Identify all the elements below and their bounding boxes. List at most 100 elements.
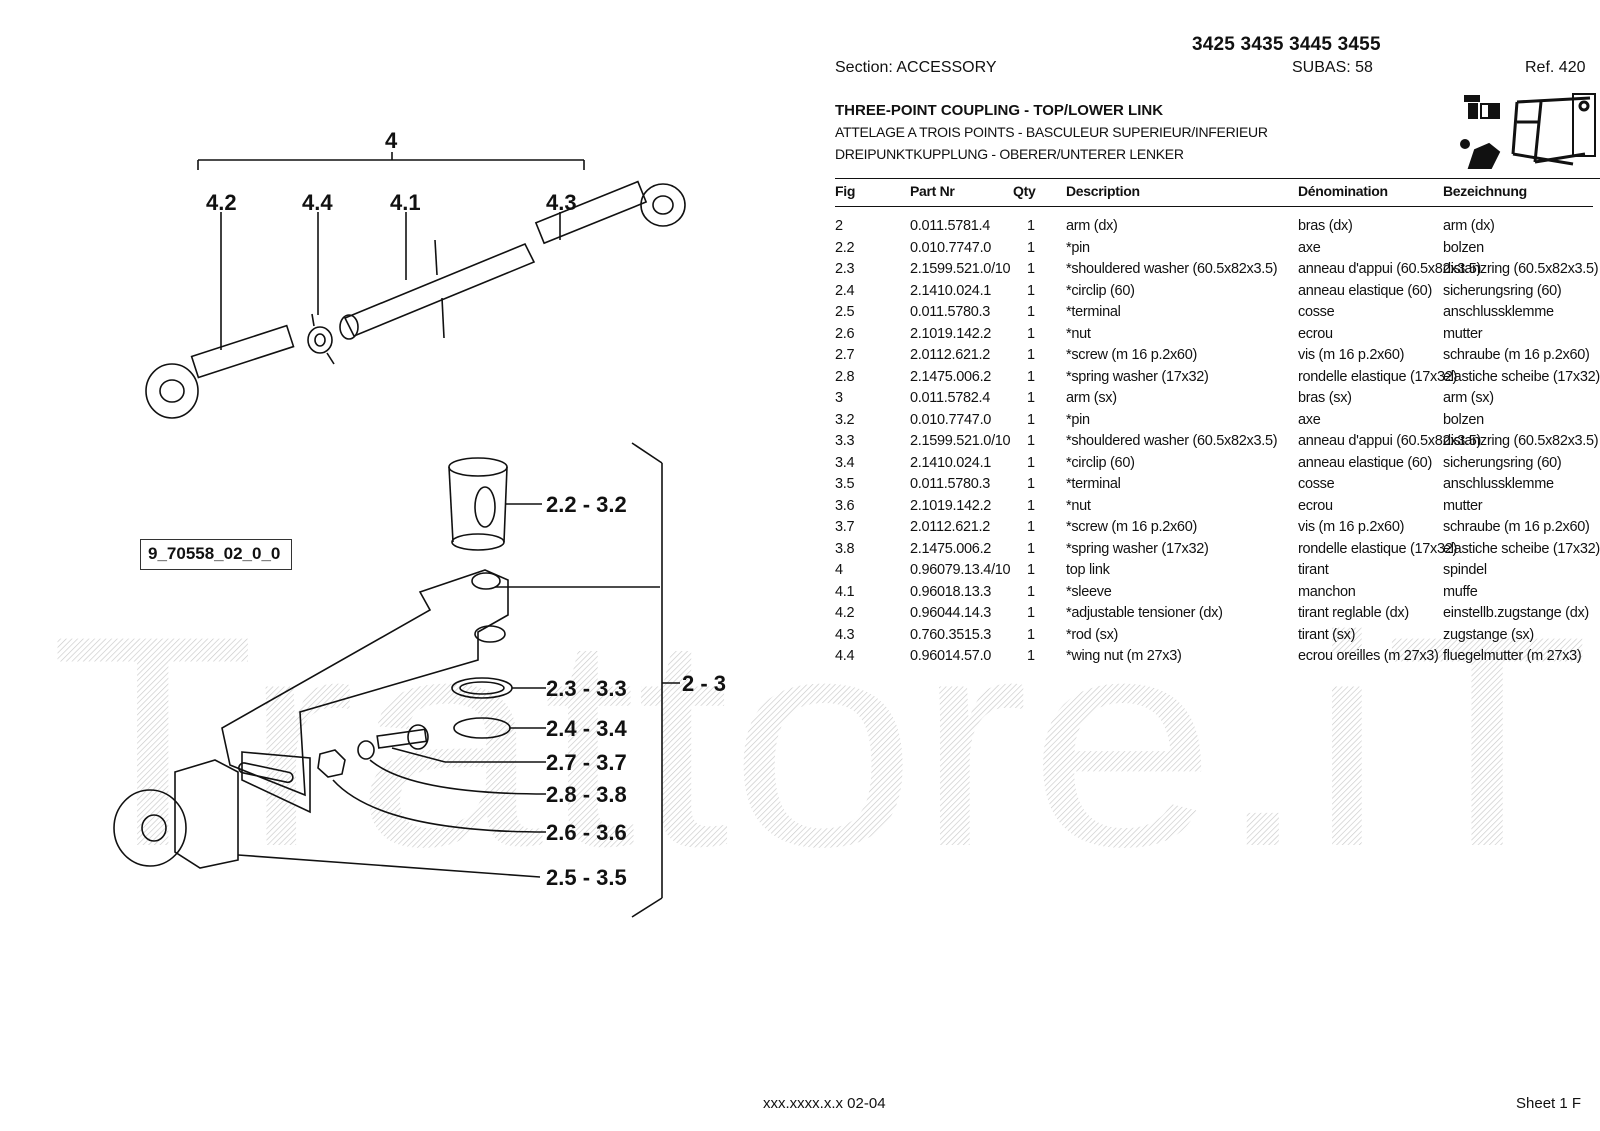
cell-fig: 2.3: [835, 261, 855, 277]
callout-4-2: 4.2: [206, 190, 237, 215]
title-french: ATTELAGE A TROIS POINTS - BASCULEUR SUPE…: [835, 124, 1268, 140]
subas-label: SUBAS: 58: [1292, 59, 1373, 76]
cell-part-nr: 2.1599.521.0/10: [910, 433, 1011, 449]
cell-bezeichnung: mutter: [1443, 325, 1483, 342]
cell-part-nr: 2.1410.024.1: [910, 454, 992, 471]
cell-fig: 2.6: [835, 325, 855, 342]
sheet-label: Sheet 1 F: [1516, 1095, 1582, 1112]
cell-fig: 3.6: [835, 497, 855, 514]
cell-description: top link: [1066, 562, 1110, 578]
cell-denomination: rondelle elastique (17x32): [1298, 540, 1458, 557]
cell-qty: 1: [1027, 390, 1035, 406]
cell-denomination: axe: [1298, 411, 1321, 428]
cell-fig: 2.5: [835, 304, 855, 320]
callout-4-4: 4.4: [302, 190, 333, 215]
cell-fig: 2.2: [835, 239, 855, 256]
callout-2-3: 2 - 3: [682, 671, 726, 696]
cell-denomination: anneau elastique (60): [1298, 454, 1432, 471]
cell-part-nr: 0.011.5781.4: [910, 218, 990, 234]
cell-description: *nut: [1066, 325, 1091, 342]
cell-denomination: ecrou: [1298, 497, 1333, 514]
callout-2-5-3-5: 2.5 - 3.5: [546, 865, 627, 890]
cell-qty: 1: [1027, 368, 1035, 385]
cell-part-nr: 2.1599.521.0/10: [910, 261, 1011, 277]
cell-denomination: ecrou oreilles (m 27x3): [1298, 648, 1439, 664]
cell-description: *circlip (60): [1066, 454, 1135, 471]
cell-bezeichnung: zugstange (sx): [1443, 626, 1534, 643]
callout-2-4-3-4: 2.4 - 3.4: [546, 716, 627, 741]
callout-2-3-3-3: 2.3 - 3.3: [546, 676, 627, 701]
cell-qty: 1: [1027, 411, 1035, 428]
col-header-bezeichnung: Bezeichnung: [1443, 183, 1527, 199]
cell-part-nr: 0.011.5780.3: [910, 304, 990, 320]
cell-bezeichnung: spindel: [1443, 562, 1487, 578]
cell-part-nr: 2.0112.621.2: [910, 519, 990, 535]
cell-qty: 1: [1027, 325, 1035, 342]
cell-denomination: cosse: [1298, 476, 1335, 492]
cell-description: *spring washer (17x32): [1066, 540, 1209, 557]
callout-4: 4: [385, 128, 398, 153]
cell-denomination: tirant (sx): [1298, 626, 1356, 643]
cell-description: *screw (m 16 p.2x60): [1066, 347, 1197, 363]
cell-fig: 3.3: [835, 433, 855, 449]
cell-qty: 1: [1027, 626, 1035, 643]
cell-qty: 1: [1027, 562, 1035, 578]
cell-bezeichnung: elastiche scheibe (17x32): [1443, 540, 1600, 557]
cell-denomination: vis (m 16 p.2x60): [1298, 519, 1405, 535]
cell-fig: 2: [835, 218, 843, 234]
cell-bezeichnung: sicherungsring (60): [1443, 282, 1562, 299]
cell-qty: 1: [1027, 239, 1035, 256]
cell-bezeichnung: fluegelmutter (m 27x3): [1443, 648, 1582, 664]
cell-fig: 3.8: [835, 540, 855, 557]
col-header-denomination: Dénomination: [1298, 183, 1388, 199]
cell-description: *spring washer (17x32): [1066, 368, 1209, 385]
exploded-parts-diagram: 4 4.2 4.4 4.1 4.3 2.2 - 3.2 2 - 3 2.3 - …: [113, 128, 726, 918]
cell-part-nr: 2.1475.006.2: [910, 540, 992, 557]
cell-bezeichnung: arm (dx): [1443, 218, 1495, 234]
cell-part-nr: 0.760.3515.3: [910, 626, 992, 643]
cell-qty: 1: [1027, 347, 1035, 363]
callout-2-2-3-2: 2.2 - 3.2: [546, 492, 627, 517]
cell-denomination: axe: [1298, 239, 1321, 256]
tractor-thumbnail-icon: [1460, 93, 1596, 169]
cell-qty: 1: [1027, 282, 1035, 299]
title-english: THREE-POINT COUPLING - TOP/LOWER LINK: [835, 102, 1164, 119]
drawing-id-label: 9_70558_02_0_0: [140, 539, 292, 570]
cell-description: *adjustable tensioner (dx): [1066, 605, 1223, 621]
cell-description: *shouldered washer (60.5x82x3.5): [1066, 261, 1278, 277]
cell-bezeichnung: bolzen: [1443, 411, 1484, 428]
title-german: DREIPUNKTKUPPLUNG - OBERER/UNTERER LENKE…: [835, 146, 1184, 162]
cell-part-nr: 0.96044.14.3: [910, 605, 992, 621]
cell-qty: 1: [1027, 583, 1035, 600]
cell-fig: 2.7: [835, 347, 855, 363]
col-header-part: Part Nr: [910, 183, 955, 199]
cell-fig: 4.4: [835, 648, 855, 664]
cell-description: *pin: [1066, 411, 1090, 428]
cell-part-nr: 2.1019.142.2: [910, 325, 992, 342]
cell-bezeichnung: anschlussklemme: [1443, 476, 1554, 492]
callout-4-1: 4.1: [390, 190, 421, 215]
cell-part-nr: 2.1410.024.1: [910, 282, 992, 299]
cell-bezeichnung: bolzen: [1443, 239, 1484, 256]
ref-label: Ref. 420: [1525, 59, 1586, 76]
cell-description: arm (dx): [1066, 218, 1118, 234]
callout-2-6-3-6: 2.6 - 3.6: [546, 820, 627, 845]
cell-denomination: manchon: [1298, 583, 1356, 600]
cell-denomination: anneau d'appui (60.5x82x3.5): [1298, 433, 1482, 449]
callout-2-7-3-7: 2.7 - 3.7: [546, 750, 627, 775]
cell-description: *terminal: [1066, 304, 1121, 320]
cell-bezeichnung: schraube (m 16 p.2x60): [1443, 347, 1590, 363]
cell-qty: 1: [1027, 497, 1035, 514]
cell-fig: 4: [835, 562, 843, 578]
